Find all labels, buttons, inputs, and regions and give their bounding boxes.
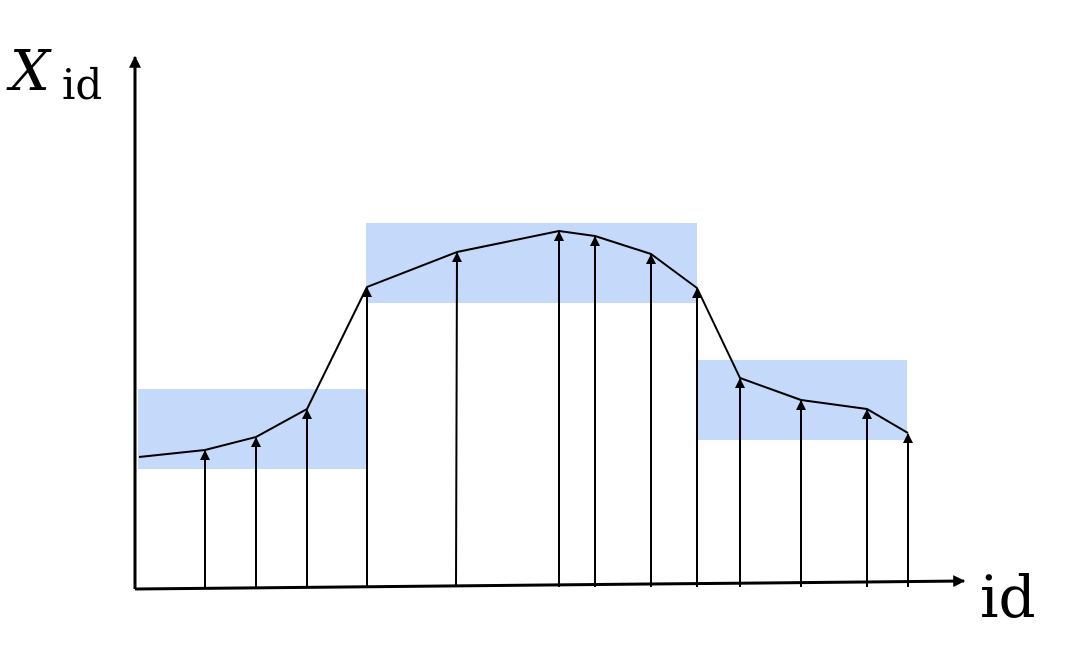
y-axis-label-main: X — [6, 39, 52, 104]
value-curve — [138, 230, 909, 458]
y-axis-label-subscript: id — [62, 60, 102, 109]
x-axis — [134, 575, 966, 591]
group-band-1 — [138, 389, 366, 469]
x-axis-label: id — [980, 563, 1036, 631]
value-arrows — [200, 231, 913, 588]
value-arrow — [451, 252, 462, 588]
group-band-2 — [366, 223, 697, 303]
